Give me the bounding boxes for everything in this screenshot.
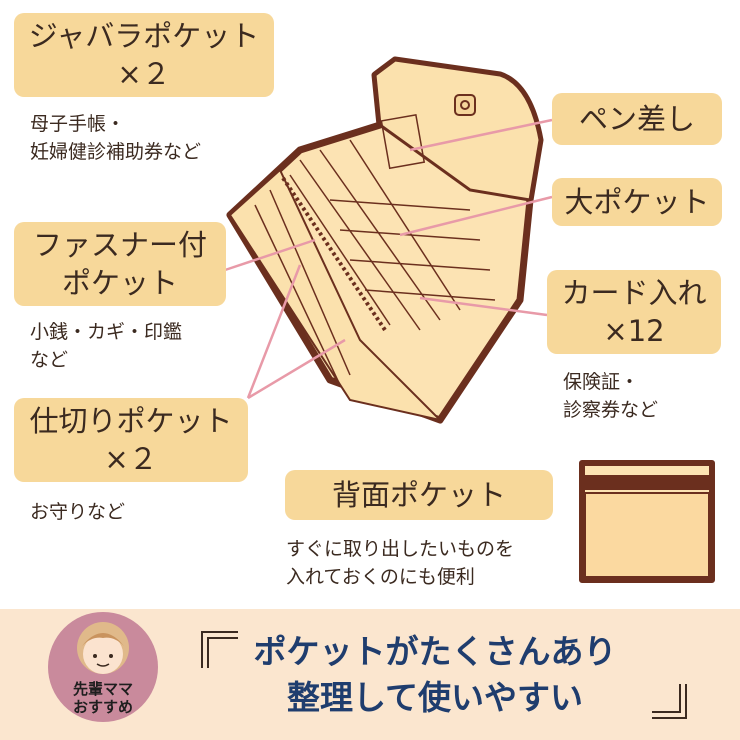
leader-fastener <box>224 238 316 272</box>
back-pocket-illustration <box>579 460 715 583</box>
leader-card <box>419 296 548 317</box>
note-back: すぐに取り出したいものを 入れておくのにも便利 <box>286 538 515 588</box>
label-big-pocket: 大ポケット <box>552 178 722 226</box>
accordion-fold <box>228 168 444 422</box>
label-shikiri-pocket: 仕切りポケット ×２ <box>14 398 248 482</box>
recommend-badge: 先輩ママ おすすめ <box>48 612 158 722</box>
leader-pen <box>409 118 553 152</box>
badge-line-2: おすすめ <box>72 698 133 716</box>
wallet-flap <box>373 58 542 202</box>
leader-big <box>399 195 553 237</box>
label-back-pocket: 背面ポケット <box>285 470 553 520</box>
headline-line-2: 整理して使いやすい <box>286 678 583 717</box>
note-card: 保険証・ 診察券など <box>563 371 659 421</box>
label-pen-holder: ペン差し <box>552 93 722 145</box>
headline-line-1: ポケットがたくさんあり <box>253 632 617 671</box>
label-card-slots: カード入れ ×12 <box>547 270 721 354</box>
mom-avatar-icon <box>77 622 129 674</box>
note-shikiri: お守りなど <box>30 501 126 523</box>
label-jabara-pocket: ジャバラポケット ×２ <box>14 13 274 97</box>
snap-button <box>454 94 476 116</box>
zipper <box>281 176 387 332</box>
label-fastener-pocket: ファスナー付 ポケット <box>14 222 226 306</box>
leader-shikiri-b <box>247 338 346 400</box>
note-fastener: 小銭・カギ・印鑑 など <box>30 321 183 371</box>
leader-shikiri-a <box>246 264 302 399</box>
note-jabara: 母子手帳・ 妊婦健診補助券など <box>30 113 202 163</box>
badge-line-1: 先輩ママ <box>72 680 133 698</box>
